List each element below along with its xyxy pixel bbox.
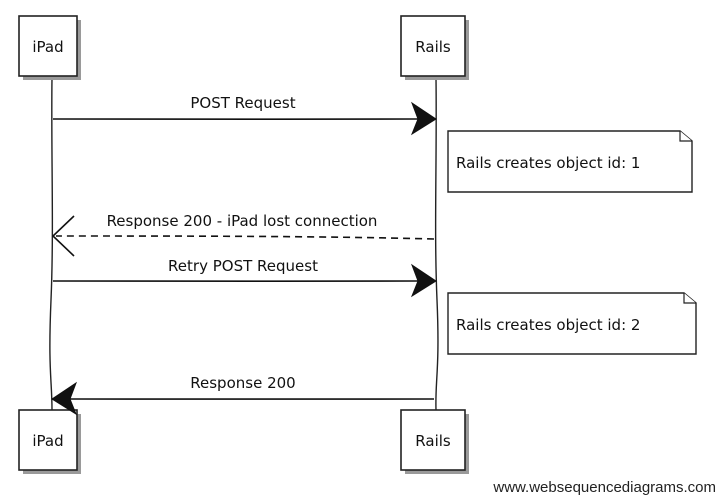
participant-rails-top: Rails <box>400 15 469 80</box>
message-retry-post-request-label: Retry POST Request <box>168 257 318 275</box>
participant-rails-bottom-label: Rails <box>415 432 451 450</box>
message-response-200-label: Response 200 <box>190 374 295 392</box>
participant-ipad-bottom: iPad <box>18 409 81 474</box>
message-retry-post-request: Retry POST Request <box>52 257 437 298</box>
message-response-lost-connection: Response 200 - iPad lost connection <box>51 212 435 257</box>
participant-ipad-top: iPad <box>18 15 81 80</box>
participant-ipad-bottom-label: iPad <box>32 432 63 450</box>
note-object-id-1-text: Rails creates object id: 1 <box>456 154 640 172</box>
rails-lifeline <box>434 77 439 411</box>
ipad-lifeline <box>49 77 54 411</box>
website-footer: www.websequencediagrams.com <box>493 479 716 496</box>
note-object-id-1: Rails creates object id: 1 <box>447 130 693 193</box>
participant-rails-top-label: Rails <box>415 38 451 56</box>
note-object-id-2: Rails creates object id: 2 <box>447 292 697 355</box>
note-object-id-2-text: Rails creates object id: 2 <box>456 316 640 334</box>
message-post-request: POST Request <box>52 94 437 136</box>
participant-ipad-top-label: iPad <box>32 38 63 56</box>
participant-rails-bottom: Rails <box>400 409 469 474</box>
message-post-request-label: POST Request <box>190 94 295 112</box>
message-response-200: Response 200 <box>51 374 435 416</box>
message-response-lost-connection-label: Response 200 - iPad lost connection <box>107 212 378 230</box>
